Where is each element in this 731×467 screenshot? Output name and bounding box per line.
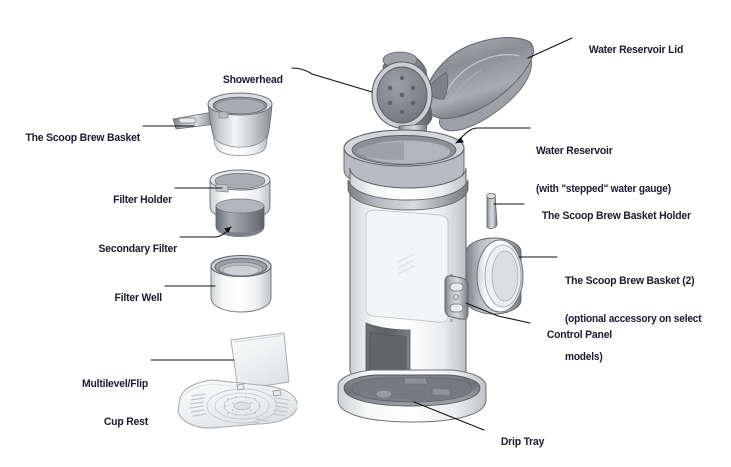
label-cup-rest-line1: Multilevel/Flip bbox=[82, 378, 148, 391]
label-water-reservoir-lid-text: Water Reservoir Lid bbox=[588, 43, 684, 56]
label-the-scoop-brew-basket-2-text: The Scoop Brew Basket (2) bbox=[565, 275, 695, 288]
label-the-scoop-brew-basket-text: The Scoop Brew Basket bbox=[25, 131, 140, 144]
drip-tray-illustration bbox=[337, 369, 487, 423]
label-secondary-filter: Secondary Filter bbox=[14, 230, 177, 268]
label-drip-tray-text: Drip Tray bbox=[500, 435, 545, 448]
second-scoop-brew-basket-illustration bbox=[465, 237, 524, 315]
label-drip-tray: Drip Tray bbox=[490, 423, 545, 461]
label-the-scoop-brew-basket-2: The Scoop Brew Basket (2) (optional acce… bbox=[565, 250, 702, 389]
scoop-brew-basket-illustration bbox=[172, 92, 273, 156]
brew-basket-holder-illustration bbox=[486, 193, 498, 229]
label-water-reservoir: Water Reservoir (with "stepped" water ga… bbox=[536, 120, 671, 221]
label-control-panel-text: Control Panel bbox=[546, 328, 613, 341]
svg-text:≡: ≡ bbox=[450, 273, 453, 279]
water-reservoir-lid-illustration bbox=[423, 37, 534, 132]
label-filter-holder-text: Filter Holder bbox=[113, 193, 172, 206]
coffee-maker-body-illustration: ≡ ≡ bbox=[337, 37, 534, 423]
label-water-reservoir-sub: (with "stepped" water gauge) bbox=[536, 182, 671, 195]
label-filter-well: Filter Well bbox=[13, 279, 163, 317]
filter-well-illustration bbox=[210, 254, 272, 313]
label-showerhead-text: Showerhead bbox=[222, 73, 283, 86]
label-basket-2-sub-line2: models) bbox=[565, 350, 603, 363]
label-secondary-filter-text: Secondary Filter bbox=[98, 242, 177, 255]
label-water-reservoir-text: Water Reservoir bbox=[536, 145, 613, 158]
label-the-scoop-brew-basket: The Scoop Brew Basket bbox=[11, 119, 140, 157]
multilevel-flip-cup-rest-illustration bbox=[177, 332, 298, 429]
control-panel-illustration: ≡ ≡ bbox=[444, 273, 469, 324]
label-filter-well-text: Filter Well bbox=[114, 291, 163, 304]
label-control-panel: Control Panel bbox=[536, 316, 612, 354]
label-the-scoop-brew-basket-holder-text: The Scoop Brew Basket Holder bbox=[541, 209, 691, 222]
label-multilevel-flip-cup-rest: Multilevel/Flip Cup Rest bbox=[12, 353, 148, 454]
label-the-scoop-brew-basket-holder: The Scoop Brew Basket Holder bbox=[531, 197, 691, 235]
label-water-reservoir-lid: Water Reservoir Lid bbox=[578, 31, 683, 69]
label-cup-rest-line2: Cup Rest bbox=[103, 415, 148, 428]
svg-text:≡: ≡ bbox=[450, 318, 453, 324]
filter-holder-illustration bbox=[209, 169, 271, 237]
label-basket-2-sub-line1: (optional accessory on select bbox=[565, 312, 702, 325]
label-showerhead: Showerhead bbox=[212, 61, 283, 99]
label-filter-holder: Filter Holder bbox=[14, 181, 172, 219]
